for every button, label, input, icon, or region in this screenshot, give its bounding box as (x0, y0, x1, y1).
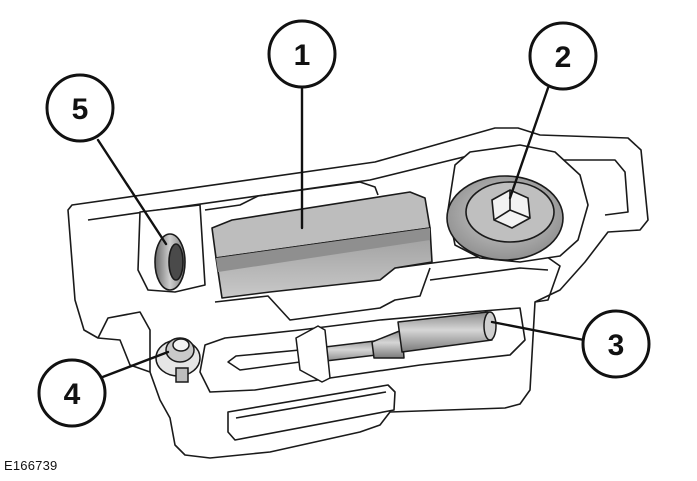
leader-line-5 (96, 138, 168, 246)
fastener-stem (175, 367, 189, 383)
adapter-inner (168, 243, 184, 281)
tray-grip-slot (227, 384, 396, 441)
socket-hex-arms (493, 190, 531, 221)
storage-lid (211, 191, 433, 299)
callout-label: 1 (294, 39, 311, 72)
callout-label: 4 (64, 378, 81, 411)
jack-handle (227, 311, 497, 383)
tool-tray (67, 127, 649, 459)
callout-label: 2 (555, 41, 572, 74)
figure-id-label: E166739 (4, 458, 58, 473)
fastener-top (172, 338, 190, 352)
socket-hex-drive (491, 189, 531, 229)
callout-1: 1 (267, 19, 337, 89)
callout-5: 5 (45, 73, 115, 143)
wheel-nut-socket (446, 175, 564, 261)
tray-right-step-2 (429, 267, 549, 281)
towing-eye-fastener (155, 337, 201, 383)
leader-lines (96, 84, 586, 380)
leader-line-4 (98, 350, 170, 380)
handle-taper (371, 329, 405, 359)
handle-barrel-end (483, 311, 497, 341)
storage-lid-shade (216, 228, 430, 272)
callout-2: 2 (528, 21, 598, 91)
tray-left-lug (97, 311, 151, 372)
callout-circle (45, 73, 115, 143)
tray-center-wall (204, 181, 379, 211)
leader-line-2 (508, 86, 550, 200)
locking-nut-adapter (154, 233, 186, 291)
callout-circle (37, 358, 107, 428)
leader-line-3 (490, 320, 586, 342)
tray-right-step (394, 251, 561, 303)
callout-3: 3 (581, 309, 651, 379)
callout-label: 3 (608, 329, 625, 362)
handle-collar (295, 325, 331, 383)
callout-circle (581, 309, 651, 379)
callout-4: 4 (37, 358, 107, 428)
tray-grip-slot-inner (235, 391, 387, 419)
callout-label: 5 (72, 93, 89, 126)
callout-circle (267, 19, 337, 89)
tray-center-step (214, 267, 431, 321)
callout-circle (528, 21, 598, 91)
